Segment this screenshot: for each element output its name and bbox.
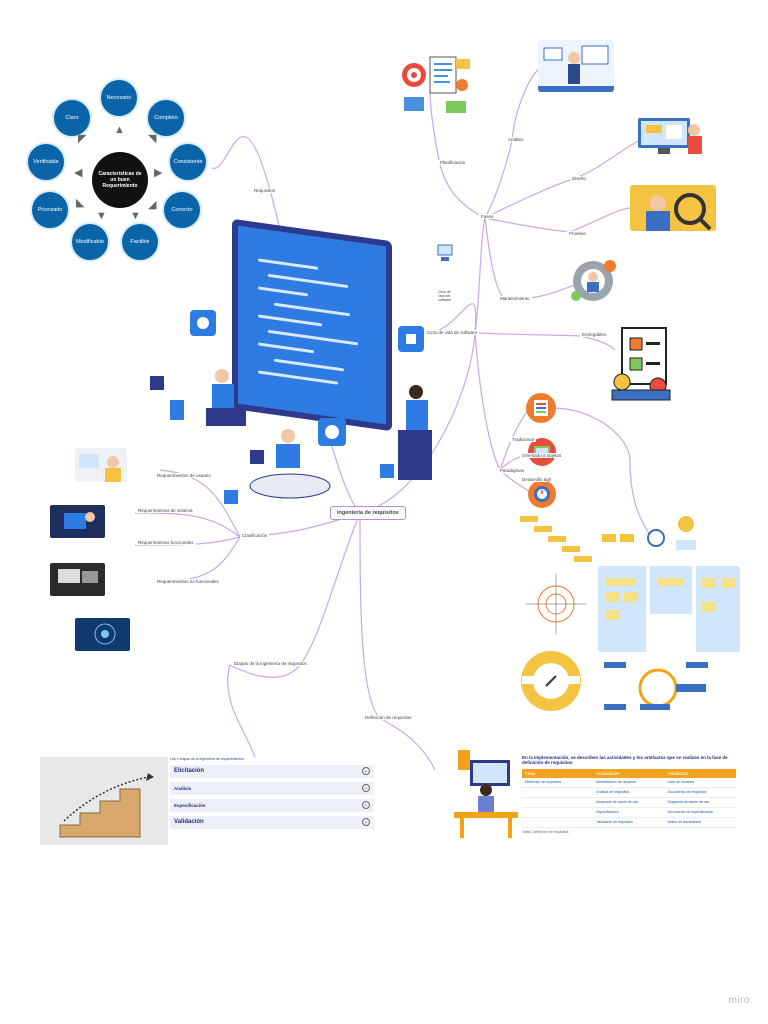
node-clasificacion[interactable]: Clasificación [240, 533, 270, 538]
node-req-sistema[interactable]: Requerimientos de sistema [136, 508, 195, 513]
node-analisis[interactable]: Análisis [506, 137, 526, 142]
node-definicion[interactable]: Definición de requisitos [363, 715, 414, 720]
expand-icon[interactable]: ⌄ [362, 784, 370, 793]
wheel-item-verificable: Verificable [26, 142, 66, 182]
lifecycle-note: Ciclo de vida del software [436, 290, 460, 302]
system-requirements-thumb [50, 505, 105, 538]
node-req-funcionales[interactable]: Requerimientos funcionales [136, 540, 196, 545]
planning-illustration [396, 45, 476, 120]
node-desarrollo-agil[interactable]: Desarrollo ágil [520, 477, 553, 482]
wheel-item-consistente: Consistente [168, 142, 208, 182]
monitor-screen [232, 218, 392, 432]
expand-icon[interactable]: ⌄ [362, 767, 370, 776]
table-note: Tabla: Definición de requisitos [522, 829, 569, 834]
wheel-item-necesario: Necesario [99, 78, 139, 118]
developer-desk-illustration [454, 748, 518, 838]
node-pruebas[interactable]: Pruebas [567, 231, 588, 236]
table-row: Definición de requisitos Identificación … [522, 778, 736, 788]
deliverables-illustration [608, 326, 674, 402]
node-etapas[interactable]: Etapas de la ingeniería de requisitos [232, 661, 309, 666]
node-req-usuario[interactable]: Requerimientos de usuario [155, 473, 213, 478]
analysis-illustration [538, 40, 614, 92]
arrow-up-icon: ▲ [114, 124, 125, 136]
arrow-down-right-icon: ◢ [148, 199, 157, 211]
arrow-up-left-icon: ◤ [78, 133, 87, 145]
central-monitor-illustration [232, 218, 392, 432]
waterfall-diagram [516, 512, 594, 640]
arrow-right-icon: ▶ [154, 167, 163, 179]
arrow-up-right-icon: ◥ [148, 133, 157, 145]
lifecycle-small-icon [436, 243, 454, 263]
requirements-stages-accordion: Las 4 etapas de la ingeniería de requeri… [170, 757, 374, 845]
central-node[interactable]: Ingeniería de requisitos [330, 506, 406, 520]
node-tradicional[interactable]: Tradicional [510, 437, 536, 442]
expand-icon[interactable]: ⌄ [362, 801, 370, 810]
design-illustration [628, 110, 712, 158]
agile-icon [528, 480, 556, 508]
node-requisitos[interactable]: Requisitos [252, 188, 278, 193]
accordion-row-validacion[interactable]: Validación⌄ [170, 815, 374, 829]
kanban-board [598, 566, 740, 652]
wheel-item-priorizado: Priorizado [30, 190, 70, 230]
stairs-illustration [40, 757, 168, 845]
arrow-down-icon: ▼ [130, 210, 141, 222]
node-mantenimiento[interactable]: Mantenimiento [498, 296, 532, 301]
accordion-row-elicitacion[interactable]: Elicitación⌄ [170, 764, 374, 778]
arrow-left-icon: ◀ [74, 167, 83, 179]
testing-illustration [630, 185, 716, 231]
miro-watermark: miro [728, 995, 750, 1006]
node-orientado[interactable]: Orientado a objetos [520, 453, 564, 458]
wheel-item-modificable: Modificable [70, 222, 110, 262]
table-header: Fase Actividades Artefactos [522, 768, 736, 778]
agile-cycle-diagram [596, 660, 726, 716]
oo-process-diagram [600, 512, 700, 560]
wheel-item-completo: Completo [146, 98, 186, 138]
traditional-icon [526, 393, 556, 423]
node-fases[interactable]: Fases [479, 214, 496, 219]
wheel-item-correcto: Correcto [162, 190, 202, 230]
accordion-row-especificacion[interactable]: Especificación⌄ [170, 798, 374, 812]
user-requirements-thumb [75, 448, 127, 482]
wheel-item-factible: Factible [120, 222, 160, 262]
node-req-no-funcionales[interactable]: Requerimientos no funcionales [155, 579, 221, 584]
table-row: Validación de requisitos Matriz de traza… [522, 818, 736, 828]
definition-table: En la implementación, se describen las a… [522, 755, 736, 839]
functional-requirements-thumb [50, 563, 105, 596]
accordion-row-analisis[interactable]: Análisis⌄ [170, 781, 374, 795]
wheel-item-claro: Claro [52, 98, 92, 138]
table-row: Especificación Documento de especificaci… [522, 808, 736, 818]
table-row: Modelado de casos de uso Diagrama de cas… [522, 798, 736, 808]
arrow-left-down-icon: ◣ [76, 197, 85, 209]
table-row: Análisis de requisitos Documento de requ… [522, 788, 736, 798]
expand-icon[interactable]: ⌄ [362, 818, 370, 827]
stages-intro: Las 4 etapas de la ingeniería de requeri… [170, 757, 244, 761]
maintenance-illustration [568, 256, 618, 306]
spiral-diagram [516, 648, 586, 714]
node-entregables[interactable]: Entregables [580, 332, 609, 337]
node-planificacion[interactable]: Planificación [438, 160, 468, 165]
node-paradigmas[interactable]: Paradigmas [498, 468, 527, 473]
object-oriented-icon [528, 438, 556, 466]
wheel-center: Características de un buen Requerimiento [92, 152, 148, 208]
node-ciclo-vida[interactable]: Ciclo de vida de software [425, 330, 480, 335]
arrow-down-left-icon: ▼ [96, 210, 107, 222]
table-title: En la implementación, se describen las a… [522, 755, 728, 766]
nonfunctional-requirements-thumb [75, 618, 130, 651]
node-diseno[interactable]: Diseño [570, 176, 589, 181]
characteristics-wheel: Necesario Completo Consistente Correcto … [22, 72, 212, 272]
